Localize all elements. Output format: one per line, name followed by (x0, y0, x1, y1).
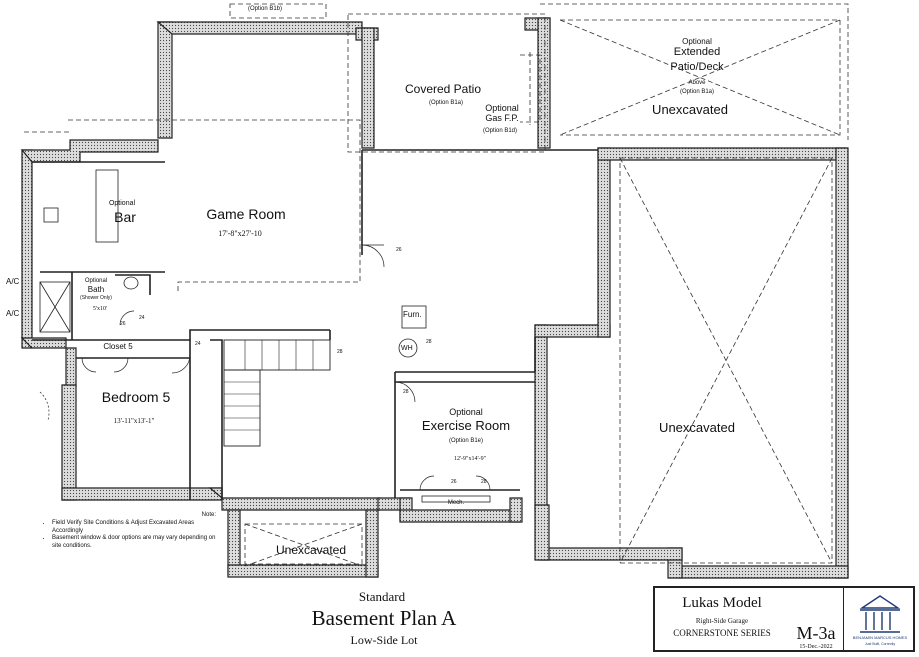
unexcavated-right-label: Unexcavated (659, 420, 735, 435)
bath-optional: Optional (84, 278, 108, 284)
series-name: CORNERSTONE SERIES (673, 628, 771, 638)
columns-icon (859, 595, 901, 633)
fixtures (39, 169, 491, 503)
extended-patio-above: Above (688, 80, 706, 86)
option-outlines (24, 3, 849, 567)
site-notes: Note: Field Verify Site Conditions & Adj… (40, 512, 216, 551)
door-mark: 26 (396, 247, 402, 253)
foundation-walls (20, 17, 849, 579)
bath-note: (Shower Only) (80, 295, 112, 301)
bedroom-dims: 13'-11"x13'-1" (113, 417, 155, 425)
builder-tagline: Just Built, Correctly (864, 642, 896, 646)
door-mark: 24 (195, 341, 201, 347)
sheet-number: M-3a (796, 623, 836, 643)
bar-label: Bar (114, 209, 136, 225)
builder-name: BENJAMIN MARCUS HOMES (852, 635, 908, 640)
furnace-label: Furn. (403, 310, 422, 319)
covered-patio-label: Covered Patio (404, 82, 482, 96)
door-mark: 26 (451, 479, 457, 485)
gas-fp-label: Gas F.P. (485, 113, 519, 123)
game-room-label: Game Room (206, 206, 286, 222)
gas-fp-option: (Option B1d) (482, 128, 518, 134)
door-swings (39, 244, 491, 491)
bath-dims: 5'x10' (92, 306, 108, 312)
door-mark: 28 (481, 479, 487, 485)
door-mark: 28 (337, 349, 343, 355)
sheet-date: 15-Dec.-2022 (799, 644, 833, 650)
gas-fp-optional: Optional (485, 103, 519, 113)
door-mark: 28 (426, 339, 432, 345)
stairs (223, 339, 331, 447)
ac-label-2: A/C (6, 309, 20, 318)
game-room-dims: 17'-8"x27'-10 (218, 229, 262, 238)
closet-label: Closet 5 (103, 342, 133, 351)
notes-heading: Note: (201, 512, 216, 518)
extended-patio-optional: Optional (682, 37, 712, 46)
mech-label: Mech. (447, 500, 465, 506)
unexcavated-bottom-label: Unexcavated (275, 543, 347, 557)
extended-patio-line2: Patio/Deck (670, 61, 724, 73)
note-item: Field Verify Site Conditions & Adjust Ex… (52, 520, 216, 536)
extended-patio-line1: Extended (673, 46, 721, 58)
bar-optional: Optional (108, 200, 136, 207)
door-mark: 26 (120, 321, 126, 327)
option-top-label: (Option B1b) (248, 6, 283, 12)
exercise-option: (Option B1e) (448, 438, 484, 444)
bedroom-label: Bedroom 5 (101, 389, 171, 405)
covered-patio-option: (Option B1a) (428, 100, 464, 106)
exercise-dims: 12'-9"x14'-9" (453, 456, 487, 462)
model-name: Lukas Model (682, 595, 762, 611)
garage-type: Right-Side Garage (695, 617, 749, 625)
note-item: Basement window & door options are may v… (52, 535, 216, 551)
door-mark: 28 (403, 389, 409, 395)
title-plan: Basement Plan A (311, 606, 457, 630)
interior-walls (32, 149, 598, 500)
water-heater-label: WH (401, 345, 413, 352)
builder-logo: BENJAMIN MARCUS HOMES Just Built, Correc… (843, 586, 916, 652)
exercise-room-label: Exercise Room (421, 418, 511, 433)
title-lot: Low-Side Lot (350, 633, 418, 647)
exercise-optional: Optional (449, 407, 483, 417)
ac-label-1: A/C (6, 277, 20, 286)
extended-patio-option: (Option B1a) (679, 89, 715, 95)
door-mark: 24 (139, 315, 145, 321)
bath-label: Bath (87, 285, 105, 294)
title-standard: Standard (358, 589, 406, 604)
title-block: Lukas Model Right-Side Garage CORNERSTON… (653, 586, 915, 652)
unexcavated-top-label: Unexcavated (652, 102, 728, 117)
